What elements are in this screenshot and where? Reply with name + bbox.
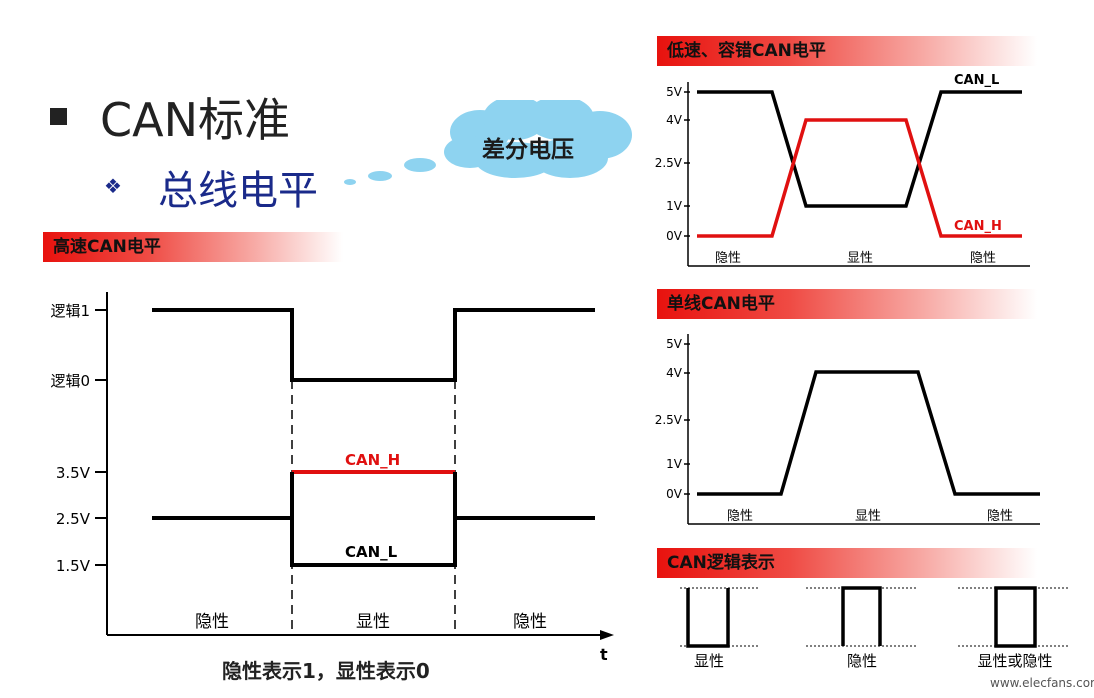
title-bullet bbox=[50, 108, 67, 125]
subtitle-bullet-icon: ❖ bbox=[104, 174, 122, 198]
hs-1v5-label: 1.5V bbox=[56, 557, 91, 575]
section-logic-repr-title: CAN逻辑表示 bbox=[667, 553, 775, 573]
section-single-wire-title: 单线CAN电平 bbox=[667, 294, 775, 314]
cloud-label: 差分电压 bbox=[482, 137, 574, 163]
ls-can-l-signal bbox=[697, 90, 1022, 208]
hs-time-axis-label: t bbox=[600, 645, 608, 664]
sw-tick-4v: 4V bbox=[666, 366, 683, 380]
page-subtitle: 总线电平 bbox=[158, 168, 318, 214]
hs-state-recessive-1: 隐性 bbox=[195, 612, 229, 632]
sw-tick-0v: 0V bbox=[666, 487, 683, 501]
hs-caption: 隐性表示1，显性表示0 bbox=[222, 659, 430, 683]
hs-can-l-signal bbox=[152, 516, 595, 567]
hs-can-l-label: CAN_L bbox=[345, 543, 398, 561]
ls-state-dominant: 显性 bbox=[847, 251, 873, 266]
ls-can-l-label: CAN_L bbox=[954, 73, 999, 88]
logic-either-pulse bbox=[994, 586, 1037, 648]
hs-state-dominant: 显性 bbox=[356, 612, 390, 632]
sw-signal bbox=[697, 370, 1040, 496]
logic-label-either: 显性或隐性 bbox=[977, 652, 1052, 670]
section-low-speed: 低速、容错CAN电平 bbox=[657, 36, 1037, 66]
hs-logic0-label: 逻辑0 bbox=[50, 372, 90, 390]
ls-tick-2v5: 2.5V bbox=[655, 156, 683, 170]
logic-dominant-pulse bbox=[686, 588, 730, 648]
cloud-callout bbox=[344, 100, 632, 185]
page-title: CAN标准 bbox=[100, 93, 290, 147]
hs-logic1-label: 逻辑1 bbox=[50, 302, 90, 320]
sw-state-dominant: 显性 bbox=[855, 509, 881, 524]
ls-tick-5v: 5V bbox=[666, 85, 683, 99]
ls-can-h-label: CAN_H bbox=[954, 219, 1002, 234]
section-high-speed-title: 高速CAN电平 bbox=[53, 237, 161, 257]
hs-can-h-label: CAN_H bbox=[345, 451, 400, 469]
hs-2v5-label: 2.5V bbox=[56, 510, 91, 528]
section-high-speed: 高速CAN电平 bbox=[43, 232, 343, 262]
watermark: www.elecfans.com bbox=[990, 676, 1094, 690]
logic-label-dominant: 显性 bbox=[694, 652, 724, 670]
section-single-wire: 单线CAN电平 bbox=[657, 289, 1037, 319]
ls-tick-4v: 4V bbox=[666, 113, 683, 127]
sw-state-recessive-1: 隐性 bbox=[727, 509, 753, 524]
ls-tick-1v: 1V bbox=[666, 199, 683, 213]
sw-state-recessive-2: 隐性 bbox=[987, 509, 1013, 524]
section-logic-repr: CAN逻辑表示 bbox=[657, 548, 1037, 578]
hs-x-arrow bbox=[600, 630, 614, 640]
hs-state-recessive-2: 隐性 bbox=[513, 612, 547, 632]
sw-tick-5v: 5V bbox=[666, 337, 683, 351]
hs-logic-signal bbox=[152, 308, 595, 382]
sw-tick-1v: 1V bbox=[666, 457, 683, 471]
ls-tick-0v: 0V bbox=[666, 229, 683, 243]
ls-can-h-signal bbox=[697, 118, 1022, 238]
sw-tick-2v5: 2.5V bbox=[655, 413, 683, 427]
ls-state-recessive-2: 隐性 bbox=[970, 251, 996, 266]
logic-label-recessive: 隐性 bbox=[847, 652, 877, 670]
logic-recessive-pulse bbox=[841, 586, 882, 646]
hs-3v5-label: 3.5V bbox=[56, 464, 91, 482]
ls-state-recessive-1: 隐性 bbox=[715, 251, 741, 266]
section-low-speed-title: 低速、容错CAN电平 bbox=[667, 41, 826, 61]
